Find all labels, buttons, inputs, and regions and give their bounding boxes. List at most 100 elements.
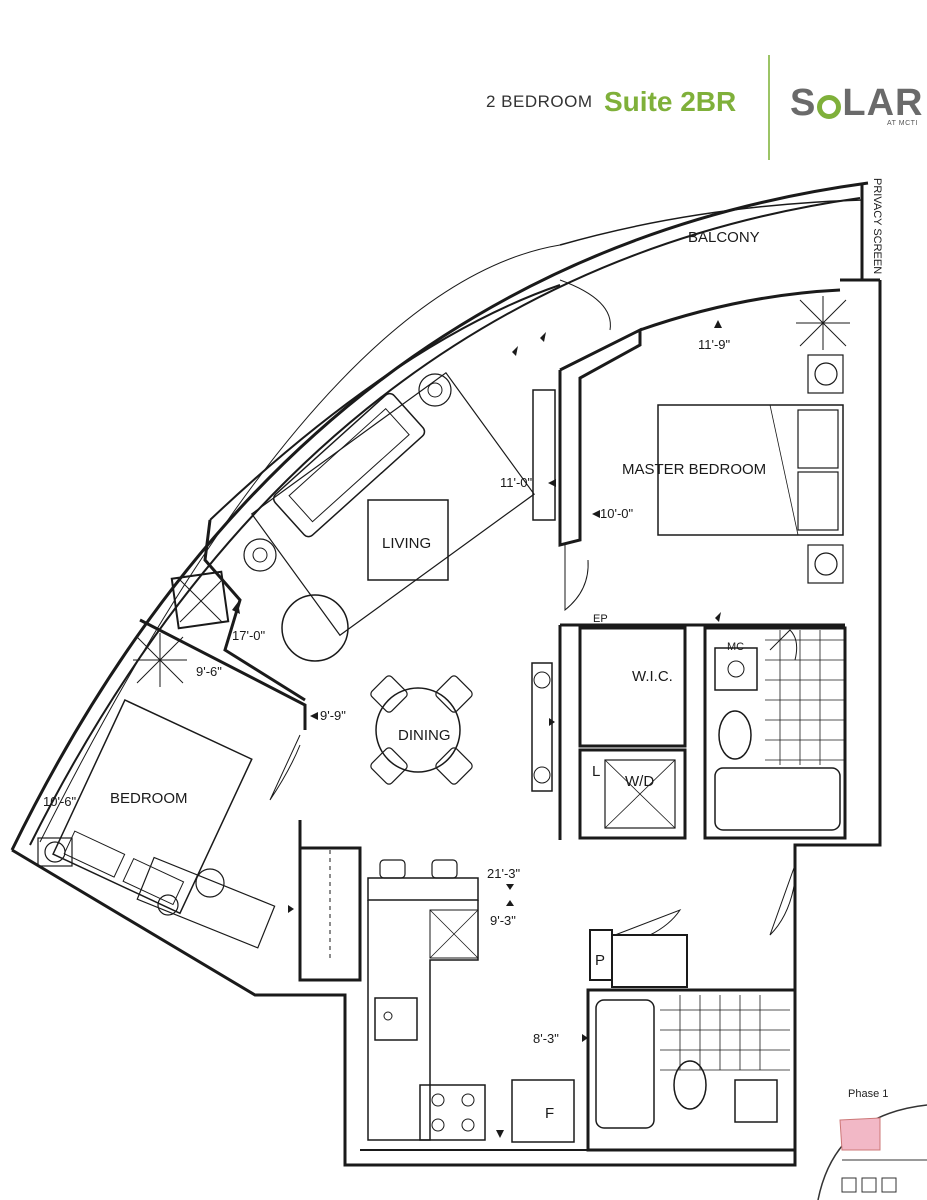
kitchen-counter [367, 900, 479, 1141]
label-living: LIVING [382, 535, 431, 552]
label-bedroom: BEDROOM [110, 790, 188, 807]
master-bed [657, 404, 844, 536]
exterior-wall-curve-inner [29, 197, 861, 846]
ensuite-bathtub [714, 767, 841, 831]
dim-bedroom-width: 10'-6" [43, 794, 77, 809]
tv-unit [532, 389, 556, 521]
area-rug [250, 371, 535, 637]
side-table-1 [418, 373, 452, 407]
door-swing-balcony [559, 279, 611, 331]
label-mc: MC [727, 641, 744, 653]
ensuite-bath-wall [703, 626, 847, 840]
master-pillow-1 [797, 409, 839, 469]
dining-table [375, 687, 461, 773]
dim-bedroom-length: 9'-6" [196, 664, 222, 679]
logo-letter-l: L [842, 82, 867, 124]
header-divider [768, 55, 770, 160]
plant-bedroom [133, 633, 187, 687]
logo-letter-r: R [895, 82, 924, 124]
dining-chair-1 [370, 675, 408, 713]
dim-kitchen-length: 21'-3" [487, 866, 521, 881]
label-privacy-screen: PRIVACY SCREEN [871, 178, 883, 274]
label-wic: W.I.C. [632, 668, 673, 685]
dining-chair-3 [370, 747, 408, 785]
unit-type-label: 2 BEDROOM [486, 92, 593, 111]
exterior-wall-curve [10, 181, 869, 851]
label-dining: DINING [398, 727, 451, 744]
dining-chair-4 [435, 747, 473, 785]
bedroom-exterior-wall [11, 848, 797, 1167]
bar-stool-1 [379, 859, 406, 879]
dimension-markers [232, 320, 722, 1138]
label-balcony: BALCONY [688, 229, 760, 246]
suite-facade [209, 284, 561, 521]
living-bedroom-partition [203, 519, 306, 702]
kitchen-sink [374, 997, 418, 1041]
door-swing-ensuite [769, 629, 798, 661]
dim-balcony: 11'-9" [698, 337, 731, 352]
cooktop [419, 1084, 486, 1141]
key-plate [817, 1104, 927, 1200]
master-bedroom-wall [558, 327, 642, 547]
suite-name: Suite 2BR [604, 86, 737, 117]
logo-sun-icon [817, 95, 842, 119]
balcony-railing [559, 199, 863, 246]
wic-wall [578, 626, 687, 748]
dining-tv-unit [531, 662, 553, 792]
main-bath-wall [586, 988, 797, 1152]
ensuite-vanity [714, 647, 758, 691]
label-master-bedroom: MASTER BEDROOM [622, 461, 766, 478]
dim-living-length: 17'-0" [232, 628, 266, 643]
facade-glazing-line [39, 244, 561, 843]
logo-letter-s: S [790, 82, 817, 124]
label-fridge: F [545, 1105, 554, 1122]
bedroom-nightstand-1 [37, 837, 73, 867]
ensuite-tile-grid [765, 630, 845, 765]
main-bathtub [595, 999, 655, 1129]
ensuite-toilet [718, 710, 752, 760]
label-linen: L [592, 763, 600, 780]
key-plate-highlight [839, 1117, 881, 1151]
bedroom-desk [136, 856, 276, 949]
pantry-closet [611, 934, 688, 988]
master-nightstand-1 [807, 354, 844, 394]
bar-stool-2 [431, 859, 458, 879]
side-table-2 [243, 538, 277, 572]
coffee-table [367, 499, 449, 581]
bedroom-north-wall [139, 618, 307, 730]
bedroom-east-wall [298, 820, 362, 982]
dining-chair-2 [435, 675, 473, 713]
dim-kitchen-width: 9'-3" [490, 913, 516, 928]
door-swing-bath [614, 908, 682, 936]
label-ep: EP [593, 613, 608, 625]
master-pillow-2 [797, 471, 839, 531]
label-wd: W/D [625, 773, 654, 790]
main-toilet [673, 1060, 707, 1110]
ensuite-sink [727, 660, 745, 678]
master-nightstand-2 [807, 544, 844, 584]
dim-master-width: 10'-0" [600, 506, 634, 521]
laundry-wall [578, 748, 687, 840]
logo-letter-a: A [866, 82, 896, 124]
dim-kitchen-depth: 8'-3" [533, 1031, 559, 1046]
dim-living-width: 11'-0" [500, 475, 533, 490]
door-swing-entry [769, 864, 796, 936]
plant-master [796, 296, 850, 350]
logo-subtitle: AT MCTI [887, 120, 918, 127]
key-plate-title: Phase 1 [848, 1088, 889, 1100]
armchair [281, 594, 349, 662]
master-facade [639, 288, 841, 332]
mechanical-shaft [170, 570, 230, 630]
door-swing-master [564, 545, 589, 612]
master-east-exterior [793, 280, 882, 975]
washer-dryer [604, 759, 676, 829]
sofa [272, 392, 426, 538]
door-swing-bedroom [269, 734, 301, 801]
label-pantry: P [595, 952, 605, 969]
bedroom-bed [52, 699, 253, 915]
main-bath-tile-grid [660, 995, 790, 1071]
main-vanity [734, 1079, 778, 1123]
